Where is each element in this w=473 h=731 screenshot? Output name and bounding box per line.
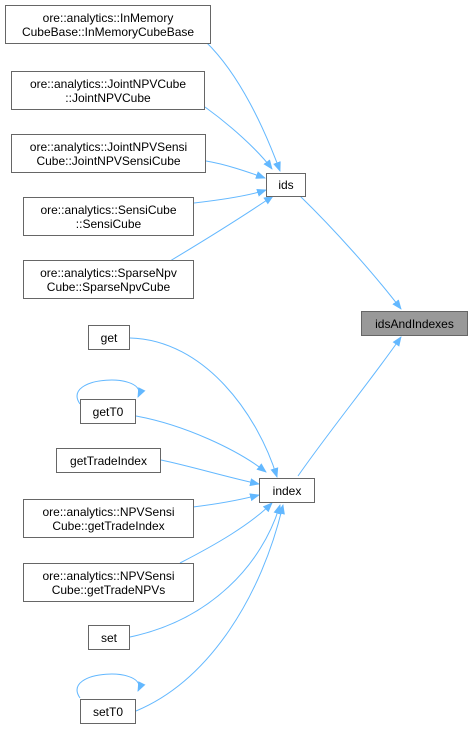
node-label-line: Cube::SparseNpvCube xyxy=(46,279,171,294)
node-sensi-cube[interactable]: ore::analytics::SensiCube::SensiCube xyxy=(23,197,194,236)
edge-npvsensi-gettradenpvs-index xyxy=(179,502,273,564)
edge-npvsensi-gettradeindex-index xyxy=(192,493,260,508)
edge-sparsenpv-ids xyxy=(169,195,274,262)
node-label-line: Cube::JointNPVSensiCube xyxy=(36,153,181,168)
edge-set-index xyxy=(129,504,282,638)
node-label-line: ::JointNPVCube xyxy=(65,90,151,105)
edge-gett0-index xyxy=(135,415,267,473)
node-label-line: ore::analytics::NPVSensi xyxy=(42,568,175,583)
node-label-line: ore::analytics::JointNPVSensi xyxy=(29,139,188,154)
node-label-line: ore::analytics::SensiCube xyxy=(40,202,177,217)
edge-sensicube-ids xyxy=(193,189,267,204)
node-label: getT0 xyxy=(92,404,124,419)
node-label-line: Cube::getTradeIndex xyxy=(52,518,165,533)
edge-ids-idsandindexes xyxy=(299,195,402,310)
node-ids-and-indexes: idsAndIndexes xyxy=(361,311,468,336)
node-get-trade-index[interactable]: getTradeIndex xyxy=(56,448,161,473)
node-label-line: ore::analytics::NPVSensi xyxy=(42,504,175,519)
node-label-line: ore::analytics::InMemory xyxy=(42,10,174,25)
edge-gett0-self xyxy=(76,379,146,405)
node-label: ids xyxy=(278,178,294,192)
node-label: get xyxy=(100,330,118,345)
edge-jointnpvsensi-ids xyxy=(205,160,266,179)
node-get-t0[interactable]: getT0 xyxy=(80,399,136,424)
node-label-line: ore::analytics::JointNPVCube xyxy=(29,76,187,91)
node-joint-npv-cube[interactable]: ore::analytics::JointNPVCube::JointNPVCu… xyxy=(11,71,205,110)
node-label: idsAndIndexes xyxy=(375,316,454,331)
node-label: setT0 xyxy=(92,704,123,719)
node-label: getTradeIndex xyxy=(70,453,147,468)
node-get[interactable]: get xyxy=(88,325,130,350)
node-index[interactable]: index xyxy=(259,478,315,503)
node-label-line: ::SensiCube xyxy=(75,216,142,231)
edge-get-index xyxy=(129,337,279,478)
edge-gettradeindex-index xyxy=(160,459,260,487)
node-label-line: Cube::getTradeNPVs xyxy=(51,582,166,597)
edge-sett0-self xyxy=(76,673,146,699)
edge-sett0-index xyxy=(135,504,285,712)
edge-jointnpv-ids xyxy=(204,106,273,170)
edge-index-idsandindexes xyxy=(297,336,402,477)
edge-inmemory-ids xyxy=(205,41,281,172)
node-label: index xyxy=(272,483,302,498)
node-label: set xyxy=(100,630,117,645)
node-set[interactable]: set xyxy=(88,625,130,650)
node-ids[interactable]: ids xyxy=(266,173,306,197)
node-label-line: CubeBase::InMemoryCubeBase xyxy=(21,24,195,39)
node-set-t0[interactable]: setT0 xyxy=(80,699,136,724)
node-label-line: ore::analytics::SparseNpv xyxy=(40,265,177,280)
